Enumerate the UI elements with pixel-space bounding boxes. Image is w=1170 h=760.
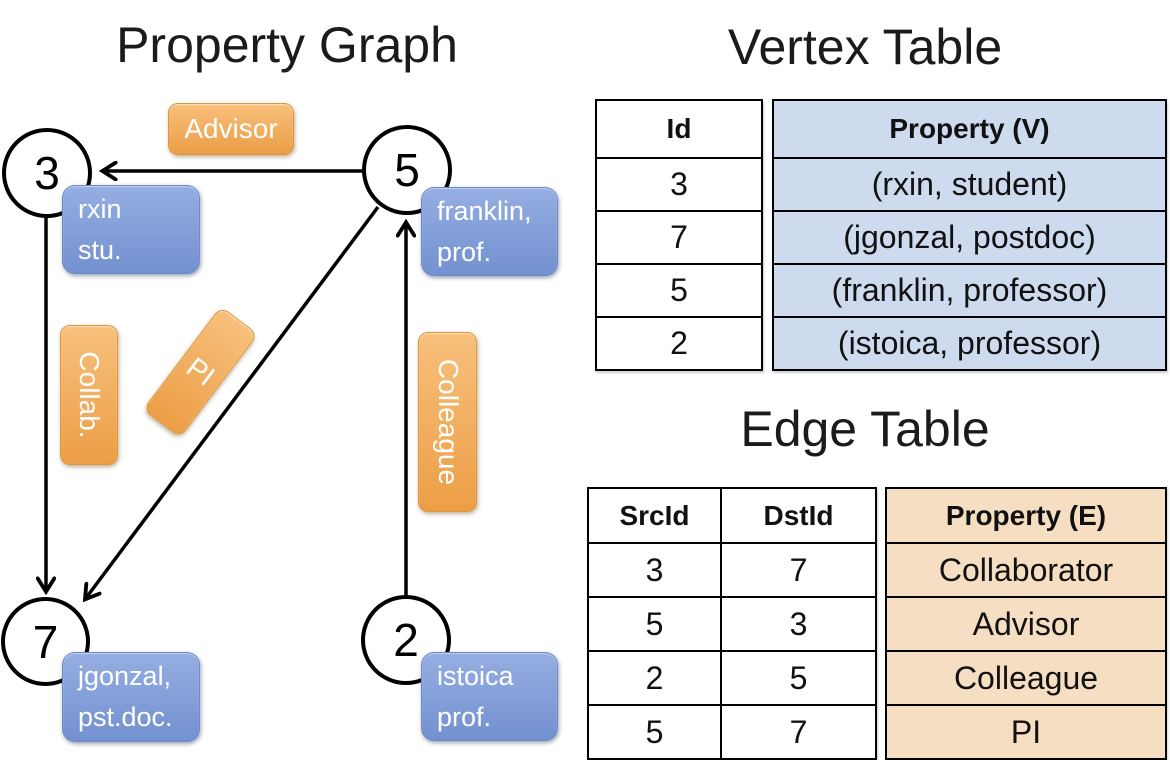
vertex-table-id-column: Id 3 7 5 2 xyxy=(595,99,763,371)
node-2-id: 2 xyxy=(393,614,419,666)
graph-node-5: 5 xyxy=(362,125,452,215)
edge-row-srcid: 5 xyxy=(589,704,722,758)
vertex-table-property-column: Property (V) (rxin, student) (jgonzal, p… xyxy=(772,99,1167,371)
vertex-row-property: (istoica, professor) xyxy=(774,316,1165,369)
vertex-row-id: 3 xyxy=(597,157,761,210)
vertex-header-property: Property (V) xyxy=(889,113,1050,144)
istoica-line1: istoica xyxy=(437,661,514,691)
edge-row-property: Collaborator xyxy=(887,542,1165,596)
advisor-label-text: Advisor xyxy=(184,113,278,144)
edge-header-srcid: SrcId xyxy=(589,489,722,542)
colleague-label-text: Colleague xyxy=(432,358,464,486)
edge-row-property: Advisor xyxy=(887,596,1165,650)
edge-label-advisor: Advisor xyxy=(168,103,294,155)
vertex-row-property: (franklin, professor) xyxy=(774,263,1165,316)
edge-row-dstid: 7 xyxy=(722,704,875,758)
jgonzal-line2: pst.doc. xyxy=(78,701,173,732)
edge-pi-5-to-7 xyxy=(86,205,380,598)
vertex-prop-rxin: rxin stu. xyxy=(62,185,200,274)
vertex-row-property: (rxin, student) xyxy=(774,157,1165,210)
edge-row-srcid: 5 xyxy=(589,596,722,650)
vertex-prop-jgonzal: jgonzal, pst.doc. xyxy=(62,652,200,742)
edge-row-dstid: 3 xyxy=(722,596,875,650)
vertex-table-title: Vertex Table xyxy=(727,19,1003,75)
edge-row-srcid: 3 xyxy=(589,542,722,596)
vertex-prop-istoica: istoica prof. xyxy=(421,652,558,741)
node-7-id: 7 xyxy=(32,615,59,668)
collab-label-text: Collab. xyxy=(74,351,105,439)
edge-header-property: Property (E) xyxy=(945,499,1107,531)
edge-row-srcid: 2 xyxy=(589,650,722,704)
rxin-line1: rxin xyxy=(78,194,122,224)
graph-edges-layer xyxy=(0,0,580,760)
istoica-line2: prof. xyxy=(437,701,492,732)
edge-label-colleague: Colleague xyxy=(418,332,477,512)
vertex-row-id: 7 xyxy=(597,210,761,263)
node-3-id: 3 xyxy=(34,147,60,199)
edge-label-collab: Collab. xyxy=(60,325,118,465)
edge-row-dstid: 7 xyxy=(722,542,875,596)
node-5-id: 5 xyxy=(394,144,420,196)
franklin-line1: franklin, xyxy=(437,196,532,226)
edge-table-id-columns: SrcId DstId 3 7 5 3 2 5 5 7 xyxy=(587,487,877,760)
property-graph-title: Property Graph xyxy=(116,17,458,73)
edge-table-title: Edge Table xyxy=(740,401,990,457)
pi-label-text: PI xyxy=(180,351,221,392)
vertex-row-id: 2 xyxy=(597,316,761,369)
edge-row-dstid: 5 xyxy=(722,650,875,704)
vertex-prop-franklin: franklin, prof. xyxy=(421,187,558,276)
vertex-header-id: Id xyxy=(666,113,692,144)
edge-table-property-column: Property (E) Collaborator Advisor Collea… xyxy=(885,487,1167,760)
edge-row-property: Colleague xyxy=(887,650,1165,704)
jgonzal-line1: jgonzal, xyxy=(78,661,172,691)
edge-header-dstid: DstId xyxy=(763,499,834,531)
franklin-line2: prof. xyxy=(437,236,492,267)
rxin-line2: stu. xyxy=(78,234,122,265)
vertex-row-id: 5 xyxy=(597,263,761,316)
vertex-row-property: (jgonzal, postdoc) xyxy=(774,210,1165,263)
edge-row-property: PI xyxy=(887,704,1165,758)
graph-node-2: 2 xyxy=(361,595,451,685)
